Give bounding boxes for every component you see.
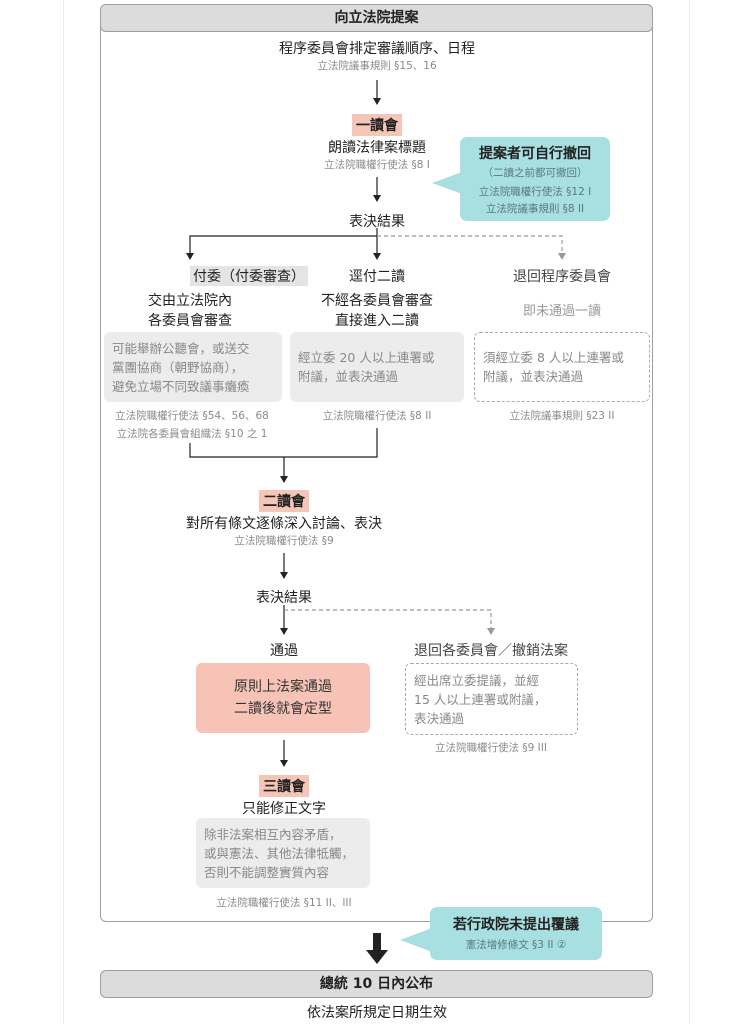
- return-procedure-title: 退回程序委員會: [513, 269, 611, 285]
- return-committee-title: 退回各委員會／撤銷法案: [414, 643, 568, 659]
- first-reading-title: 朗讀法律案標題: [328, 140, 426, 156]
- third-reading-badge: 三讀會: [259, 775, 309, 797]
- veto-callout: 若行政院未提出覆議 憲法增修條文 §3 II ②: [430, 907, 602, 960]
- committee-ref2: 立法院各委員會組織法 §10 之 1: [116, 428, 268, 440]
- direct-line2: 直接進入二讀: [335, 313, 419, 329]
- scheduling-title: 程序委員會排定審議順序、日程: [279, 41, 475, 57]
- return-procedure-ref: 立法院議事規則 §23 II: [509, 410, 615, 422]
- third-reading-ref: 立法院職權行使法 §11 II、III: [216, 897, 352, 909]
- promulgation-bar: 總統 10 日內公布: [100, 970, 653, 998]
- direct-line1: 不經各委員會審查: [321, 293, 433, 309]
- direct-note-text: 經立委 20 人以上連署或 附議，並表決通過: [298, 350, 435, 384]
- return-committee-note-text: 經出席立委提議，並經 15 人以上連署或附議， 表決通過: [414, 672, 547, 726]
- second-reading-title: 對所有條文逐條深入討論、表決: [186, 516, 382, 532]
- first-reading-ref: 立法院職權行使法 §8 I: [324, 159, 430, 171]
- vote-result-1: 表決結果: [349, 214, 405, 230]
- second-reading-badge: 二讀會: [259, 490, 309, 512]
- withdraw-callout-ref2: 立法院議事規則 §8 II: [485, 203, 585, 215]
- direct-ref: 立法院職權行使法 §8 II: [322, 410, 432, 422]
- direct-note-box: 經立委 20 人以上連署或 附議，並表決通過: [290, 332, 464, 402]
- return-procedure-sub: 即未通過一讀: [522, 304, 602, 319]
- third-reading-note-text: 除非法案相互內容矛盾， 或與憲法、其他法律牴觸， 否則不能調整實質內容: [204, 826, 355, 880]
- committee-ref1: 立法院職權行使法 §54、56、68: [115, 410, 269, 422]
- committee-note-text: 可能舉辦公聽會，或送交 黨團協商（朝野協商）， 避免立場不同致議事癱瘓: [112, 340, 250, 394]
- pass-label: 通過: [270, 643, 298, 659]
- direct-second-reading-title: 逕付二讀: [349, 269, 405, 285]
- committee-line1: 交由立法院內: [148, 293, 232, 309]
- committee-note-box: 可能舉辦公聽會，或送交 黨團協商（朝野協商）， 避免立場不同致議事癱瘓: [104, 332, 282, 402]
- second-reading-ref: 立法院職權行使法 §9: [234, 535, 334, 547]
- pass-box: 原則上法案通過 二讀後就會定型: [196, 663, 370, 733]
- veto-callout-ref: 憲法增修條文 §3 II ②: [465, 939, 567, 951]
- third-reading-title: 只能修正文字: [242, 801, 326, 817]
- withdraw-callout: 提案者可自行撤回 （二讀之前都可撤回） 立法院職權行使法 §12 I 立法院議事…: [460, 137, 610, 221]
- withdraw-callout-title: 提案者可自行撤回: [479, 146, 591, 162]
- first-reading-badge: 一讀會: [352, 114, 402, 136]
- return-procedure-note-box: 須經立委 8 人以上連署或 附議，並表決通過: [474, 332, 650, 402]
- return-procedure-note-text: 須經立委 8 人以上連署或 附議，並表決通過: [483, 350, 624, 384]
- committee-line2: 各委員會審查: [148, 313, 232, 329]
- return-committee-ref: 立法院職權行使法 §9 III: [435, 742, 547, 754]
- committee-referral-badge: 付委（付委審查）: [190, 266, 308, 286]
- vote-result-2: 表決結果: [256, 590, 312, 606]
- third-reading-note-box: 除非法案相互內容矛盾， 或與憲法、其他法律牴觸， 否則不能調整實質內容: [196, 818, 370, 888]
- withdraw-callout-note: （二讀之前都可撤回）: [482, 167, 588, 179]
- return-committee-note-box: 經出席立委提議，並經 15 人以上連署或附議， 表決通過: [405, 663, 578, 735]
- scheduling-ref: 立法院議事規則 §15、16: [317, 60, 437, 72]
- withdraw-callout-ref1: 立法院職權行使法 §12 I: [478, 186, 592, 198]
- effective-date-text: 依法案所規定日期生效: [307, 1005, 447, 1021]
- pass-box-text: 原則上法案通過 二讀後就會定型: [234, 679, 332, 717]
- submit-bill-header: 向立法院提案: [100, 4, 653, 32]
- veto-callout-title: 若行政院未提出覆議: [453, 917, 579, 933]
